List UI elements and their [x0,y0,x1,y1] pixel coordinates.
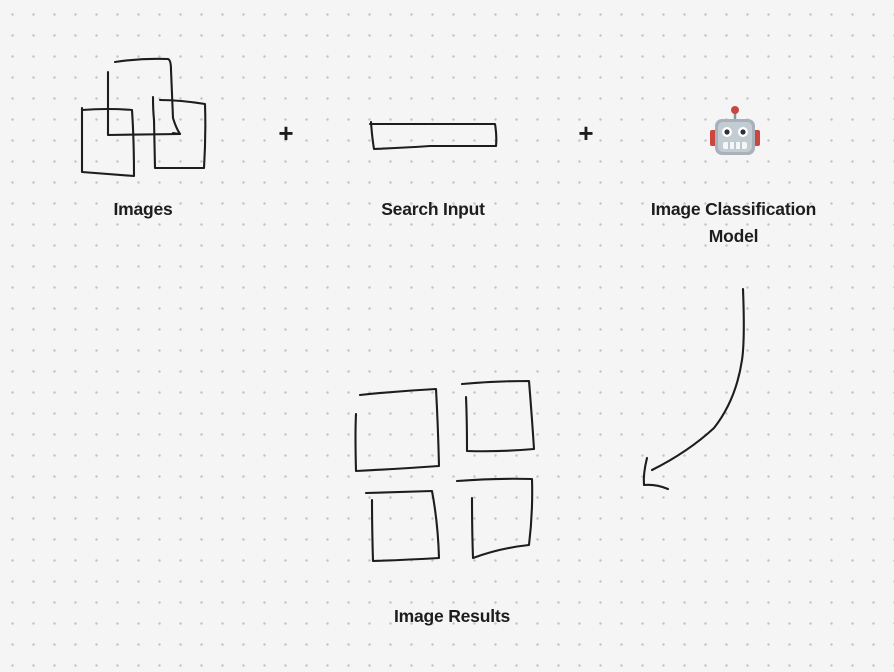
images-label: Images [113,199,173,219]
plus-operator-1: + [278,118,294,148]
image-results-label: Image Results [393,606,511,626]
search-input-label: Search Input [381,199,485,219]
flow-arrow [642,287,745,491]
plus-operator-2: + [578,118,594,148]
search-input-sketch [368,120,498,151]
image-results-sketch [354,379,536,563]
robot-icon [710,106,760,155]
model-label: Image Classification Model [650,199,817,246]
images-sketch [80,57,207,178]
